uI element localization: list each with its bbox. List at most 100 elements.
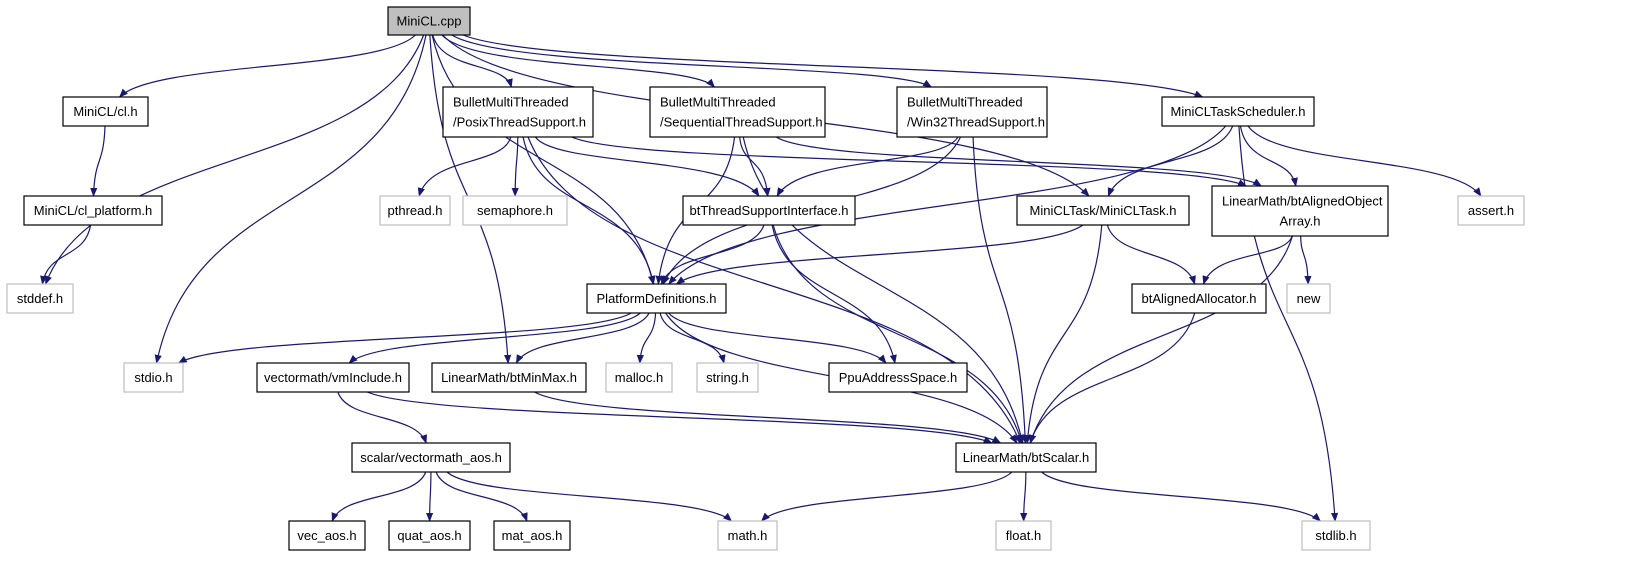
node-platformdefs[interactable]: PlatformDefinitions.h: [586, 283, 727, 314]
edge-platformdefs-to-ppu: [668, 312, 887, 364]
node-ppu[interactable]: PpuAddressSpace.h: [828, 362, 968, 393]
edge-miniclTask-to-alignedAlloc: [1106, 224, 1196, 285]
node-box: [387, 6, 471, 36]
node-vec[interactable]: vec_aos.h: [288, 520, 366, 551]
node-label: new: [1297, 291, 1321, 306]
node-label: MiniCL.cpp: [396, 14, 461, 29]
edge-miniclTask-to-platformdefs: [675, 224, 1084, 285]
edge-posix-to-btscalar: [527, 136, 1021, 444]
node-mat[interactable]: mat_aos.h: [493, 520, 571, 551]
node-stdlib[interactable]: stdlib.h: [1301, 520, 1371, 551]
edge-cl_h-to-cl_platform: [90, 125, 106, 197]
edge-platformdefs-to-malloc: [636, 312, 657, 364]
node-scheduler[interactable]: MiniCLTaskScheduler.h: [1161, 96, 1315, 127]
node-stdio[interactable]: stdio.h: [123, 362, 184, 393]
node-label: scalar/vectormath_aos.h: [360, 450, 502, 465]
node-box: [379, 195, 451, 226]
edge-platformdefs-to-btminmax: [515, 312, 650, 364]
node-label: semaphore.h: [477, 203, 553, 218]
node-box: [351, 442, 511, 473]
node-label: BulletMultiThreaded: [660, 95, 776, 110]
node-box: [955, 442, 1097, 473]
node-label: Array.h: [1280, 214, 1321, 229]
node-new[interactable]: new: [1286, 283, 1331, 314]
edge-btthread-to-platformdefs: [660, 224, 765, 285]
node-label: LinearMath/btScalar.h: [963, 450, 1089, 465]
node-box: [1161, 96, 1315, 127]
node-label: btThreadSupportInterface.h: [690, 203, 849, 218]
edge-posix-to-alignedArray: [571, 136, 1247, 187]
edge-vminclude-to-btscalar: [367, 391, 993, 444]
edge-posix-to-platformdefs: [522, 136, 656, 285]
node-vmaos[interactable]: scalar/vectormath_aos.h: [351, 442, 511, 473]
node-float[interactable]: float.h: [995, 520, 1052, 551]
edge-cl_platform-to-stddef: [40, 224, 92, 285]
node-label: BulletMultiThreaded: [907, 95, 1023, 110]
node-btminmax[interactable]: LinearMath/btMinMax.h: [431, 362, 587, 393]
edge-layer: [40, 34, 1482, 522]
node-box: [442, 86, 594, 138]
edge-sequential-to-alignedArray: [775, 136, 1263, 187]
node-label: assert.h: [1468, 203, 1514, 218]
node-cl_platform[interactable]: MiniCL/cl_platform.h: [23, 195, 163, 226]
node-box: [23, 195, 163, 226]
edge-scheduler-to-assert: [1247, 125, 1482, 197]
node-pthread[interactable]: pthread.h: [379, 195, 451, 226]
node-label: MiniCL/cl_platform.h: [34, 203, 153, 218]
node-box: [828, 362, 968, 393]
edge-btscalar-to-float: [1020, 471, 1028, 522]
node-box: [682, 195, 856, 226]
node-sequential[interactable]: BulletMultiThreaded/SequentialThreadSupp…: [649, 86, 826, 138]
edge-win32-to-btthread: [776, 136, 959, 197]
node-box: [493, 520, 571, 551]
node-label: pthread.h: [388, 203, 443, 218]
edge-btscalar-to-math: [760, 471, 1013, 522]
edge-alignedArray-to-alignedAlloc: [1202, 235, 1293, 285]
node-malloc[interactable]: malloc.h: [605, 362, 673, 393]
edge-vmaos-to-mat: [435, 471, 528, 522]
node-box: [1211, 185, 1389, 237]
edge-minicl_cpp-to-win32: [451, 34, 933, 88]
node-label: stdlib.h: [1315, 528, 1356, 543]
node-label: MiniCL/cl.h: [73, 104, 137, 119]
node-label: string.h: [706, 370, 749, 385]
node-box: [1016, 195, 1190, 226]
edge-btthread-to-btscalar: [772, 224, 1024, 444]
edge-posix-to-pthread: [417, 136, 512, 197]
node-box: [605, 362, 673, 393]
edge-minicl_cpp-to-stdio: [154, 34, 427, 364]
node-string[interactable]: string.h: [696, 362, 759, 393]
node-box: [462, 195, 568, 226]
node-label: stddef.h: [17, 291, 63, 306]
node-btthread[interactable]: btThreadSupportInterface.h: [682, 195, 856, 226]
node-cl_h[interactable]: MiniCL/cl.h: [62, 96, 149, 127]
node-posix[interactable]: BulletMultiThreaded/PosixThreadSupport.h: [442, 86, 594, 138]
node-win32[interactable]: BulletMultiThreaded/Win32ThreadSupport.h: [896, 86, 1048, 138]
node-btscalar[interactable]: LinearMath/btScalar.h: [955, 442, 1097, 473]
node-label: LinearMath/btAlignedObject: [1222, 194, 1383, 209]
node-quat[interactable]: quat_aos.h: [388, 520, 471, 551]
node-box: [256, 362, 410, 393]
node-minicl_cpp[interactable]: MiniCL.cpp: [387, 6, 471, 36]
node-label: /SequentialThreadSupport.h: [660, 115, 823, 130]
edge-vminclude-to-vmaos: [337, 391, 427, 444]
edge-sequential-to-btscalar: [742, 136, 1025, 444]
node-box: [6, 283, 74, 314]
edge-alignedArray-to-btscalar: [1029, 235, 1293, 444]
edge-vmaos-to-math: [446, 471, 733, 522]
node-semaphore[interactable]: semaphore.h: [462, 195, 568, 226]
node-box: [649, 86, 826, 138]
node-alignedAlloc[interactable]: btAlignedAllocator.h: [1131, 283, 1267, 314]
node-math[interactable]: math.h: [717, 520, 778, 551]
node-box: [288, 520, 366, 551]
node-box: [586, 283, 727, 314]
node-vminclude[interactable]: vectormath/vmInclude.h: [256, 362, 410, 393]
node-assert[interactable]: assert.h: [1457, 195, 1525, 226]
node-box: [123, 362, 184, 393]
edge-minicl_cpp-to-sequential: [441, 34, 716, 88]
node-miniclTask[interactable]: MiniCLTask/MiniCLTask.h: [1016, 195, 1190, 226]
edge-scheduler-to-stdlib: [1238, 125, 1339, 522]
node-stddef[interactable]: stddef.h: [6, 283, 74, 314]
